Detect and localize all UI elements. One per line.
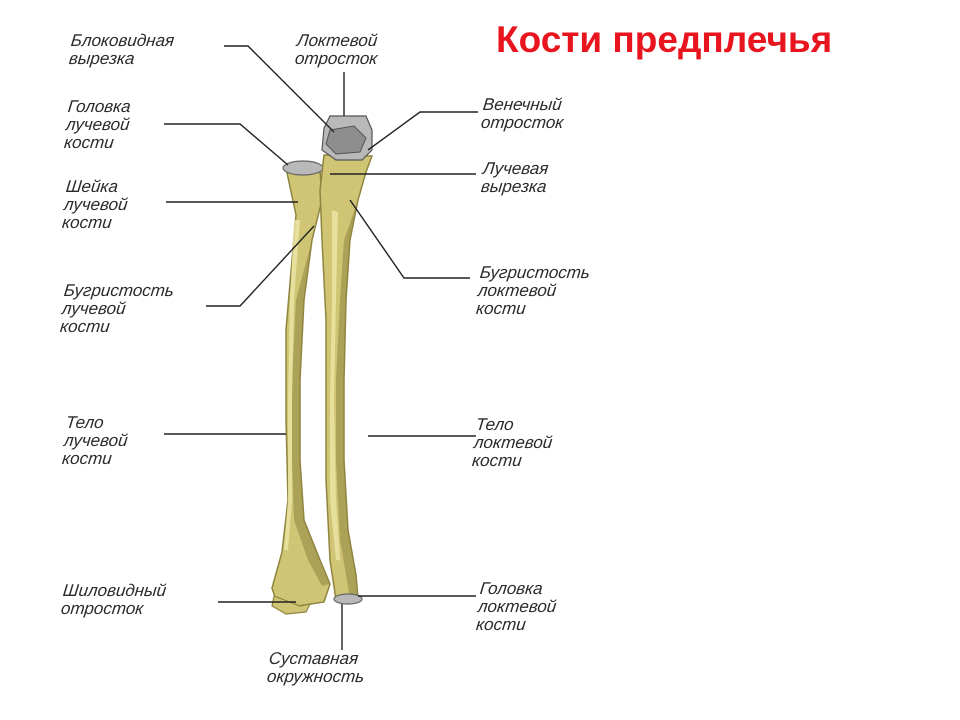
leader-line-coronoid-process	[367, 111, 478, 151]
leader-line-radial-tuberosity	[206, 225, 315, 307]
label-radial-head: Головка лучевой кости	[63, 97, 132, 152]
radius-bone	[271, 160, 331, 615]
leader-line-trochlear-notch	[224, 45, 335, 133]
label-olecranon: Локтевой отросток	[294, 31, 379, 68]
label-radial-tuberosity: Бугристость лучевой кости	[59, 281, 175, 336]
label-styloid-process: Шиловидный отросток	[60, 581, 168, 618]
ulnar-head	[333, 593, 363, 605]
trochlear-notch	[325, 125, 367, 155]
ulna-shadow	[336, 200, 358, 598]
forearm-bones-figure: Блоковидная вырезка Локтевой отросток Го…	[58, 20, 628, 712]
radial-head	[282, 160, 324, 176]
forearm-bones-drawing	[164, 45, 478, 650]
label-trochlear-notch: Блоковидная вырезка	[68, 31, 176, 68]
leader-line-ulnar-tuberosity	[349, 199, 470, 279]
label-ulnar-tuberosity: Бугристость локтевой кости	[475, 263, 591, 318]
slide-title: Кости предплечья	[496, 19, 833, 60]
radius-shadow	[292, 240, 330, 586]
label-ulna-body: Тело локтевой кости	[471, 415, 554, 470]
label-radial-neck: Шейка лучевой кости	[61, 177, 129, 232]
ulna-highlight	[330, 210, 340, 560]
label-radius-body: Тело лучевой кости	[61, 413, 129, 468]
leader-line-radial-head	[164, 123, 289, 166]
label-radial-notch: Лучевая вырезка	[480, 159, 550, 196]
label-ulnar-head: Головка локтевой кости	[475, 579, 558, 634]
ulna-bone	[319, 115, 374, 605]
label-coronoid-process: Венечный отросток	[480, 95, 565, 132]
styloid-process	[271, 595, 312, 615]
label-articular-circumference: Суставная окружность	[266, 649, 366, 686]
radius-highlight	[284, 220, 300, 550]
leader-lines	[164, 45, 478, 650]
